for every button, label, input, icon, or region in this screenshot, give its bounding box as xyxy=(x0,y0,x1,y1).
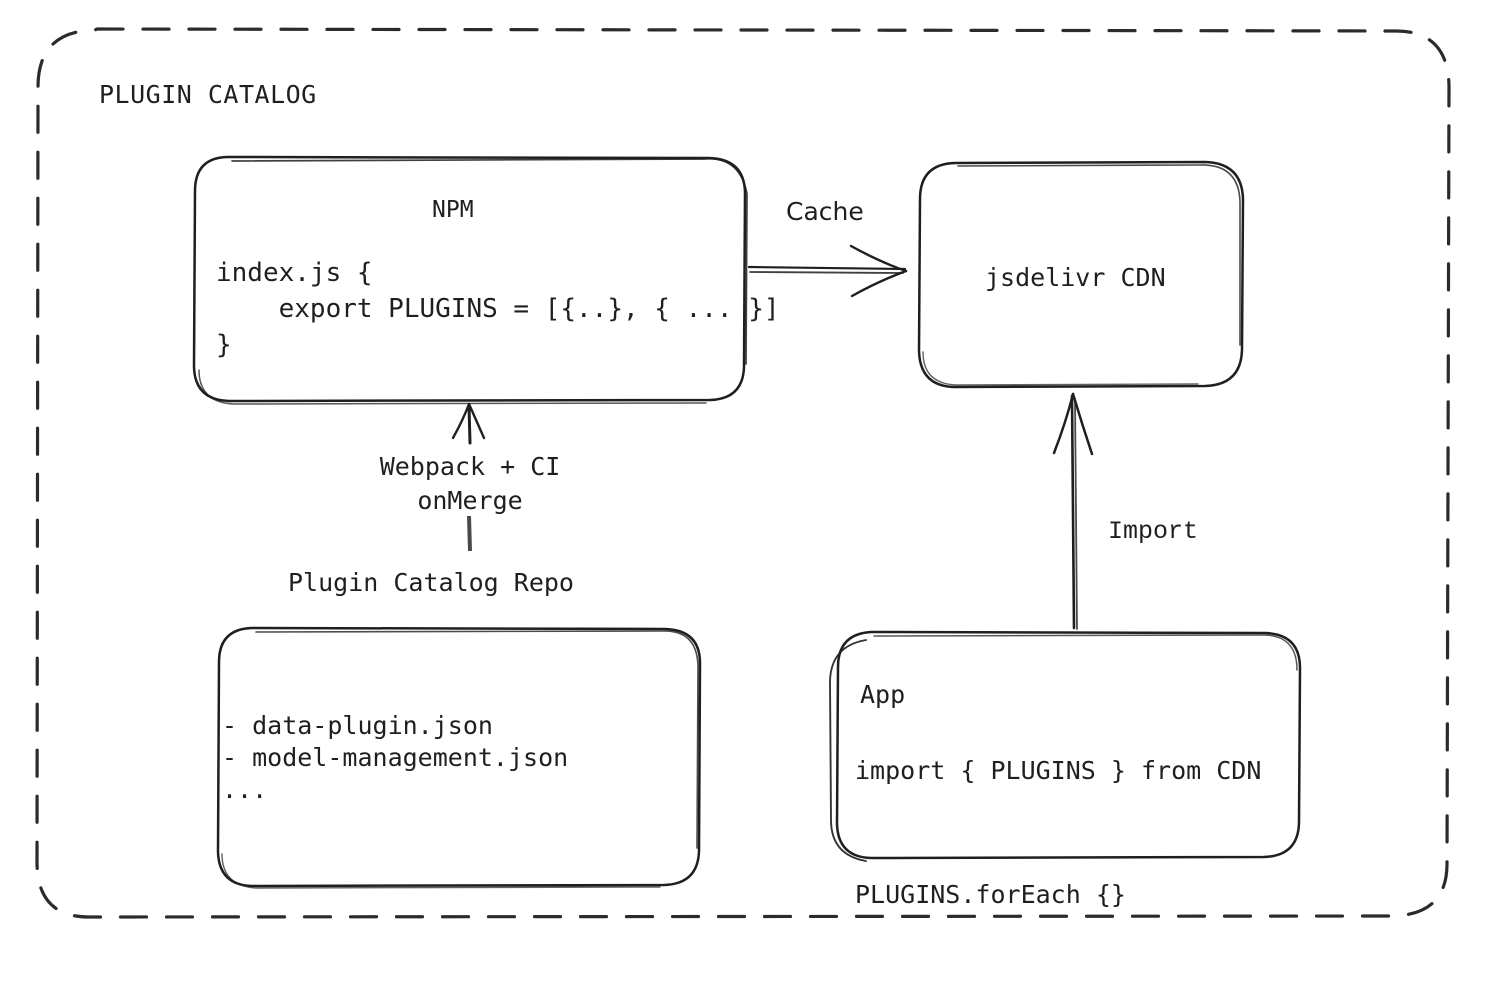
edge-import-arrow xyxy=(1052,392,1094,630)
node-repo-caption: Plugin Catalog Repo xyxy=(288,568,574,597)
node-app-box[interactable] xyxy=(829,630,1302,862)
node-npm-code: index.js { export PLUGINS = [{..}, { ...… xyxy=(216,258,780,360)
node-app-code: import { PLUGINS } from CDN PLUGINS.forE… xyxy=(855,756,1262,909)
node-npm-box[interactable] xyxy=(192,155,748,405)
edge-label-build: Webpack + CI onMerge xyxy=(379,452,561,515)
node-cdn-title: jsdelivr CDN xyxy=(985,263,1166,292)
node-npm-title: NPM xyxy=(432,197,474,223)
edge-cache-arrow xyxy=(747,244,908,298)
node-jsdelivr-cdn-box[interactable] xyxy=(917,160,1245,389)
node-repo-file-list: - data-plugin.json - model-management.js… xyxy=(222,711,569,804)
node-app-title: App xyxy=(860,680,906,709)
edge-label-cache: Cache xyxy=(786,197,864,226)
edge-label-import: Import xyxy=(1108,517,1199,546)
edge-build-arrow xyxy=(451,402,486,552)
node-repo-box[interactable] xyxy=(216,626,702,889)
group-container-plugin-catalog xyxy=(35,27,1451,919)
group-title: PLUGIN CATALOG xyxy=(99,80,317,109)
